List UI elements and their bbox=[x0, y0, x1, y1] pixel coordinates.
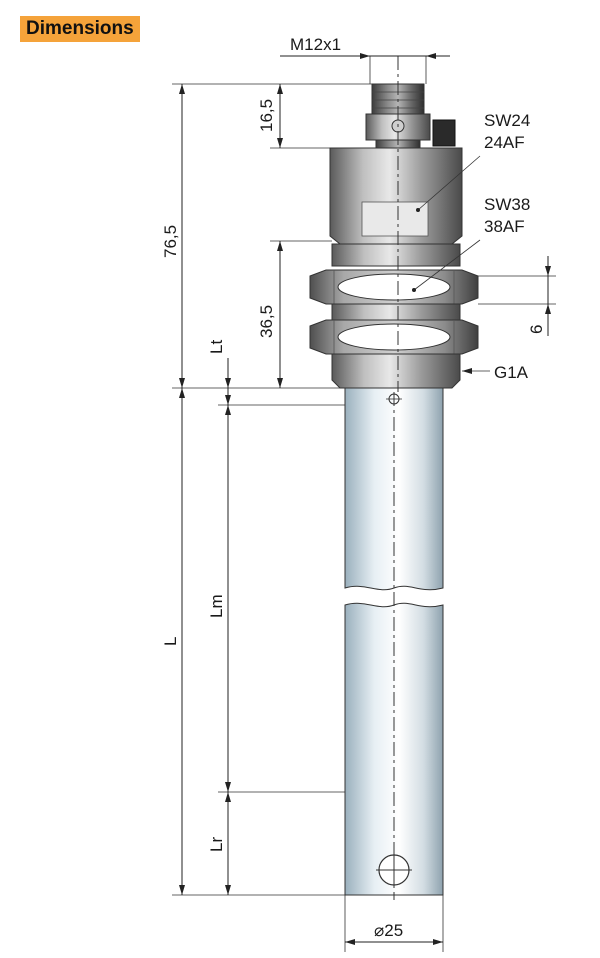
dim-thread-height bbox=[270, 240, 332, 388]
label-16-5: 16,5 bbox=[257, 99, 276, 132]
thread-section bbox=[331, 303, 461, 321]
label-76-5: 76,5 bbox=[161, 225, 180, 258]
leader-sw38 bbox=[413, 239, 481, 291]
section-title: Dimensions bbox=[20, 16, 140, 42]
process-connection bbox=[331, 353, 461, 389]
m12-connector bbox=[365, 83, 456, 149]
probe-tube bbox=[344, 387, 444, 896]
lock-nut-lower bbox=[309, 319, 479, 355]
label-diameter: ⌀25 bbox=[374, 921, 403, 940]
label-thread: M12x1 bbox=[290, 35, 341, 54]
sensor-housing bbox=[329, 147, 463, 267]
dim-nut-thickness bbox=[478, 256, 556, 336]
label-36-5: 36,5 bbox=[257, 305, 276, 338]
label-lm: Lm bbox=[207, 594, 226, 618]
dim-total-head-height bbox=[172, 83, 345, 389]
dim-diameter bbox=[344, 895, 444, 952]
label-sw38: SW38 bbox=[484, 195, 530, 214]
lock-nut-upper bbox=[309, 269, 479, 305]
label-38af: 38AF bbox=[484, 217, 525, 236]
dim-length-l bbox=[172, 388, 345, 896]
dim-thread-width bbox=[280, 53, 450, 84]
label-lr: Lr bbox=[207, 837, 226, 852]
label-l: L bbox=[161, 637, 180, 646]
label-sw24: SW24 bbox=[484, 111, 530, 130]
label-lt: Lt bbox=[207, 340, 226, 354]
label-24af: 24AF bbox=[484, 133, 525, 152]
dim-length-segments bbox=[218, 358, 345, 895]
label-6: 6 bbox=[527, 325, 546, 334]
leader-sw24 bbox=[417, 155, 481, 211]
dim-connector-height bbox=[270, 83, 372, 149]
label-g1a: G1A bbox=[494, 363, 529, 382]
